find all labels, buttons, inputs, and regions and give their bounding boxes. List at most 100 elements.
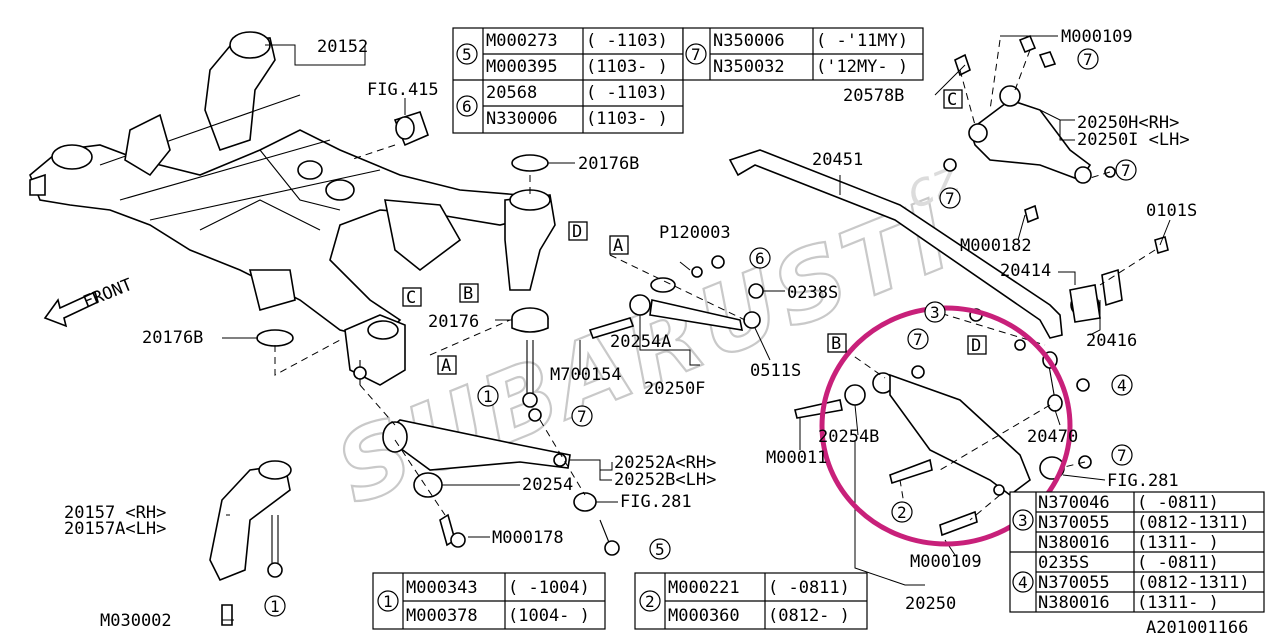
callout-7-f: 7 — [1111, 444, 1133, 466]
svg-text:D: D — [572, 222, 582, 242]
label-p120003: P120003 — [659, 223, 731, 243]
callout-7-d: 7 — [1115, 159, 1137, 181]
svg-text:7: 7 — [1083, 50, 1093, 69]
table-4-cell: ( -0811) — [1137, 553, 1219, 573]
callout-1-a: 1 — [477, 385, 499, 407]
svg-text:1: 1 — [383, 592, 393, 611]
svg-text:7: 7 — [577, 407, 587, 426]
svg-text:D: D — [971, 336, 981, 356]
table-top-cell: ( -1103) — [586, 83, 668, 103]
label-20254-lower: 20254 — [522, 475, 573, 495]
callout-7-c: 7 — [939, 187, 961, 209]
upper-arm-20250H — [943, 34, 1116, 224]
table-top-cell: 20568 — [486, 83, 537, 103]
table-1-cell: (1004- ) — [508, 606, 590, 626]
callout-4: 4 — [1111, 374, 1133, 396]
label-20254A: 20254A — [610, 332, 671, 352]
label-20157A-lh: 20157A<LH> — [64, 519, 166, 539]
callout-7-a: 7 — [571, 405, 593, 427]
callout-6: 6 — [749, 247, 771, 269]
label-20250: 20250 — [905, 594, 956, 614]
callout-circles: 1 1 2 3 4 5 6 7 7 7 7 7 7 — [264, 48, 1137, 617]
label-fig281-a: FIG.281 — [620, 492, 692, 512]
svg-text:B: B — [831, 334, 841, 354]
table-1-cell: M000378 — [406, 606, 478, 626]
table-3-4: 3 4 N370046 ( -0811) N370055 (0812-1311)… — [1009, 491, 1265, 613]
svg-text:B: B — [463, 284, 473, 304]
table-top-cell: N330006 — [486, 109, 558, 129]
svg-text:7: 7 — [945, 189, 955, 208]
part-labels: 20152 FIG.415 20176B 20176B 20176 20157 … — [64, 27, 1248, 636]
label-m000109-bot: M000109 — [910, 552, 982, 572]
lateral-link-20252 — [382, 408, 620, 556]
svg-text:3: 3 — [930, 303, 940, 322]
table-1-cell: ( -1004) — [508, 578, 590, 598]
callout-1-b: 1 — [264, 595, 286, 617]
table-3-cell: ( -0811) — [1137, 493, 1219, 513]
table-4-ref: 4 — [1012, 571, 1034, 593]
svg-text:7: 7 — [1121, 161, 1131, 180]
svg-text:3: 3 — [1018, 511, 1028, 530]
label-fig281-b: FIG.281 — [1107, 471, 1179, 491]
label-20451: 20451 — [812, 150, 863, 170]
label-m000178: M000178 — [492, 528, 564, 548]
label-20470: 20470 — [1027, 427, 1078, 447]
table-top-cell: N350006 — [713, 31, 785, 51]
marker-b-right: B — [827, 333, 847, 354]
callout-7-e: 7 — [907, 328, 929, 350]
svg-text:C: C — [406, 288, 416, 308]
rear-subframe — [29, 31, 542, 386]
marker-b-left: B — [459, 283, 479, 304]
table-1: 1 M000343 ( -1004) M000378 (1004- ) — [372, 572, 606, 630]
table-3-cell: (0812-1311) — [1137, 513, 1250, 533]
table-top: 5 6 7 M000273 ( -1103) M000395 (1103- ) … — [452, 27, 924, 134]
svg-text:6: 6 — [755, 249, 765, 268]
svg-text:1: 1 — [270, 597, 280, 616]
table-top-cell: ('12MY- ) — [816, 57, 908, 77]
table-1-ref: 1 — [377, 590, 399, 612]
stabilizer-bar-20451 — [728, 149, 1169, 339]
table-2-cell: M000360 — [668, 606, 740, 626]
label-20250H-rh: 20250H<RH> — [1077, 113, 1179, 133]
lower-arm-20250 — [794, 308, 1092, 537]
label-20414: 20414 — [1000, 261, 1051, 281]
svg-text:2: 2 — [645, 592, 655, 611]
table-4-cell: (0812-1311) — [1137, 573, 1250, 593]
dashed-lines — [274, 39, 1156, 521]
marker-d-left: D — [568, 221, 588, 242]
diagram-id: A201001166 — [1146, 618, 1248, 636]
table-top-cell: (1103- ) — [586, 57, 668, 77]
label-20250I-lh: 20250I <LH> — [1077, 130, 1190, 150]
table-top-cell: (1103- ) — [586, 109, 668, 129]
label-20176B-top: 20176B — [578, 154, 639, 174]
label-m00011: M00011 — [766, 448, 827, 468]
table-top-cell: ( -'11MY) — [816, 31, 908, 51]
callout-2: 2 — [891, 501, 913, 523]
table-4-cell: N370055 — [1038, 573, 1110, 593]
table-top-cell: N350032 — [713, 57, 785, 77]
callout-5: 5 — [649, 538, 671, 560]
label-m030002: M030002 — [100, 611, 172, 631]
highlight-ring — [819, 305, 1073, 547]
label-20176: 20176 — [428, 312, 479, 332]
marker-c-left: C — [402, 287, 422, 308]
svg-text:7: 7 — [691, 45, 701, 64]
label-20254B: 20254B — [818, 427, 879, 447]
svg-text:1: 1 — [483, 387, 493, 406]
svg-text:A: A — [613, 236, 623, 256]
label-fig415: FIG.415 — [367, 80, 439, 100]
label-20157-rh: 20157 <RH> — [64, 503, 166, 523]
bushing-fig415 — [393, 111, 429, 147]
link-20250F — [588, 255, 764, 339]
label-20578B: 20578B — [843, 86, 904, 106]
callout-7-b: 7 — [1077, 48, 1099, 70]
label-0511S: 0511S — [750, 361, 801, 381]
table-2: 2 M000221 ( -0811) M000360 (0812- ) — [634, 572, 868, 630]
table-top-cell: M000273 — [486, 31, 558, 51]
front-label: FRONT — [80, 275, 135, 313]
table-1-cell: M000343 — [406, 578, 478, 598]
table-4-cell: N380016 — [1038, 593, 1110, 613]
part-20176B-left — [256, 329, 294, 347]
table-top-ref-6: 6 — [456, 95, 478, 117]
